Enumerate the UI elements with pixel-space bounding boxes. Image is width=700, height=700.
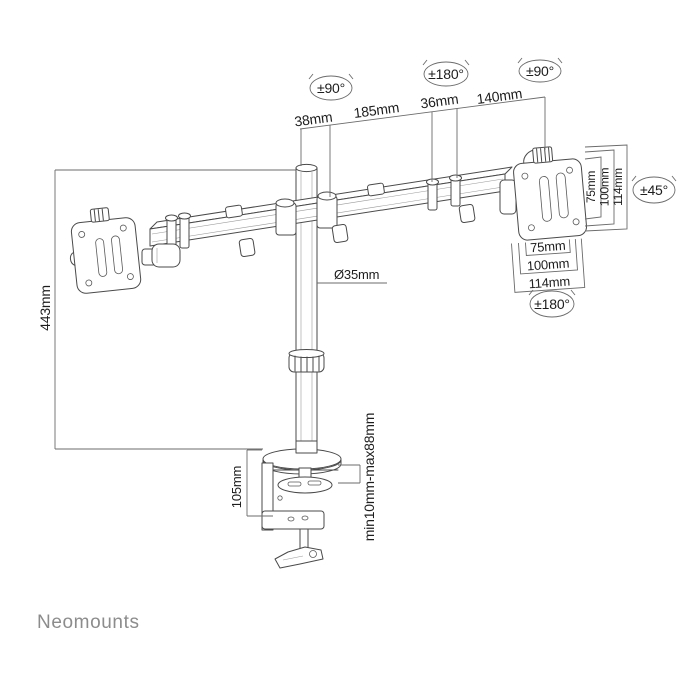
crossbar-right-joint xyxy=(426,174,462,211)
dim-desk-thickness: min10mm-max88mm xyxy=(338,413,377,541)
pole-collar-ring xyxy=(288,349,325,373)
dim-pole-diameter-label: Ø35mm xyxy=(334,267,379,282)
badge-label: ±180° xyxy=(428,66,464,82)
dim-vesa-h-75: 75mm xyxy=(530,238,566,255)
rotation-badge-tilt: ±45° xyxy=(631,175,677,204)
dim-vesa-v-75: 75mm xyxy=(584,171,598,203)
dim-top-140mm: 140mm xyxy=(476,85,523,107)
right-thumbscrew-knob xyxy=(532,146,554,164)
cable-clip-bottom-3 xyxy=(458,203,476,224)
left-thumbscrew-knob xyxy=(89,207,110,223)
clamp-t-handle xyxy=(274,546,324,569)
dim-vesa-v-114: 114mm xyxy=(611,168,625,206)
badge-label: ±180° xyxy=(534,296,570,312)
badge-label: ±90° xyxy=(526,63,554,79)
cable-clip-top-1 xyxy=(225,204,243,219)
cable-clip-bottom-1 xyxy=(238,237,256,258)
dim-pole-height-label: 443mm xyxy=(37,285,53,331)
badge-label: ±45° xyxy=(640,182,668,198)
dim-pole-height: 443mm xyxy=(37,169,296,450)
right-vesa-hinge xyxy=(499,179,517,215)
rotation-badge-rotate-center: ±180° xyxy=(422,59,470,87)
dim-top-36mm: 36mm xyxy=(419,91,459,112)
dim-vesa-h-100: 100mm xyxy=(526,256,569,274)
left-vesa-plate xyxy=(69,207,142,294)
badge-label: ±90° xyxy=(317,80,345,96)
dim-clamp-height: 105mm xyxy=(229,449,273,517)
desk-clamp xyxy=(261,440,342,569)
rotation-badge-swivel-left: ±90° xyxy=(308,73,354,101)
vesa-horizontal-dims xyxy=(511,238,586,293)
dim-top-185mm: 185mm xyxy=(353,99,400,121)
crossbar-left-joint xyxy=(165,212,191,251)
dim-desk-thickness-label: min10mm-max88mm xyxy=(361,413,377,541)
top-dimension-lines xyxy=(299,96,546,197)
dim-top-38mm: 38mm xyxy=(293,109,333,130)
cable-clip-top-2 xyxy=(367,182,385,197)
vesa-vertical-dims xyxy=(584,144,628,232)
dim-vesa-v-100: 100mm xyxy=(598,167,612,206)
dim-clamp-height-label: 105mm xyxy=(229,466,244,508)
right-vesa-plate xyxy=(513,146,588,241)
clamp-screw xyxy=(299,528,309,550)
cable-clip-bottom-2 xyxy=(331,223,349,244)
brand-logo: Neomounts xyxy=(37,612,140,633)
pole-clamp-right xyxy=(316,191,338,229)
dim-vesa-h-114: 114mm xyxy=(528,274,570,292)
dim-pole-diameter: Ø35mm xyxy=(317,267,387,284)
rotation-badge-vesa-rotate: ±180° xyxy=(528,289,576,318)
pole-clamp-left xyxy=(275,198,297,236)
rotation-badge-swivel-right: ±90° xyxy=(517,57,563,83)
left-vesa-hinge xyxy=(141,243,181,268)
